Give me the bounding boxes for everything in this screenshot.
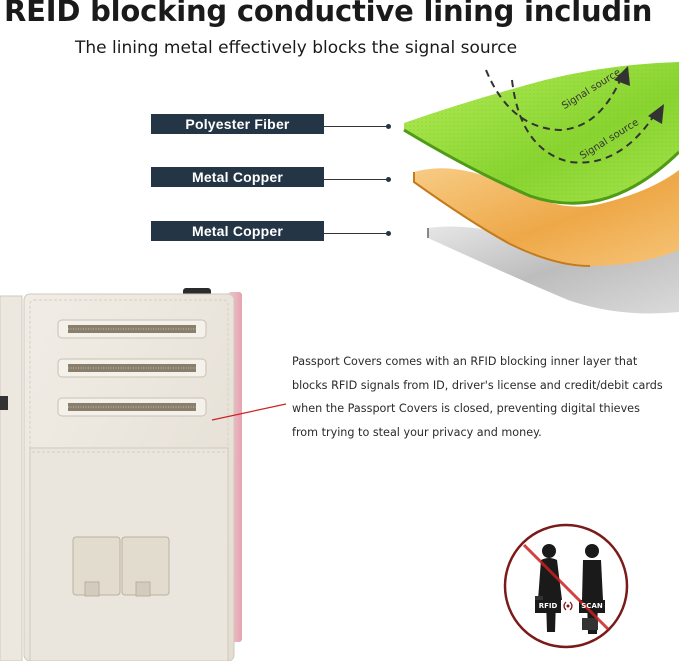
layer-connector-dot (386, 124, 391, 129)
rfid-tag-label: RFID (538, 602, 558, 610)
layer-connector-line (324, 126, 388, 127)
page-title: REID blocking conductive lining includin (4, 0, 653, 28)
signal-arrow (485, 69, 623, 132)
layer-label-copper-1: Metal Copper (151, 167, 324, 187)
layer-connector-dot (386, 231, 391, 236)
layer-connector-line (324, 233, 388, 234)
page-subtitle: The lining metal effectively blocks the … (75, 38, 518, 58)
copper-layer (414, 168, 679, 266)
layer-label-copper-2: Metal Copper (151, 221, 324, 241)
signal-arrow (511, 79, 656, 164)
layer-label-polyester: Polyester Fiber (151, 114, 324, 134)
scan-tag-label: SCAN (581, 602, 603, 610)
rfid-description: Passport Covers comes with an RFID block… (292, 355, 663, 439)
layer-connector-dot (386, 177, 391, 182)
layer-connector-line (324, 179, 388, 180)
